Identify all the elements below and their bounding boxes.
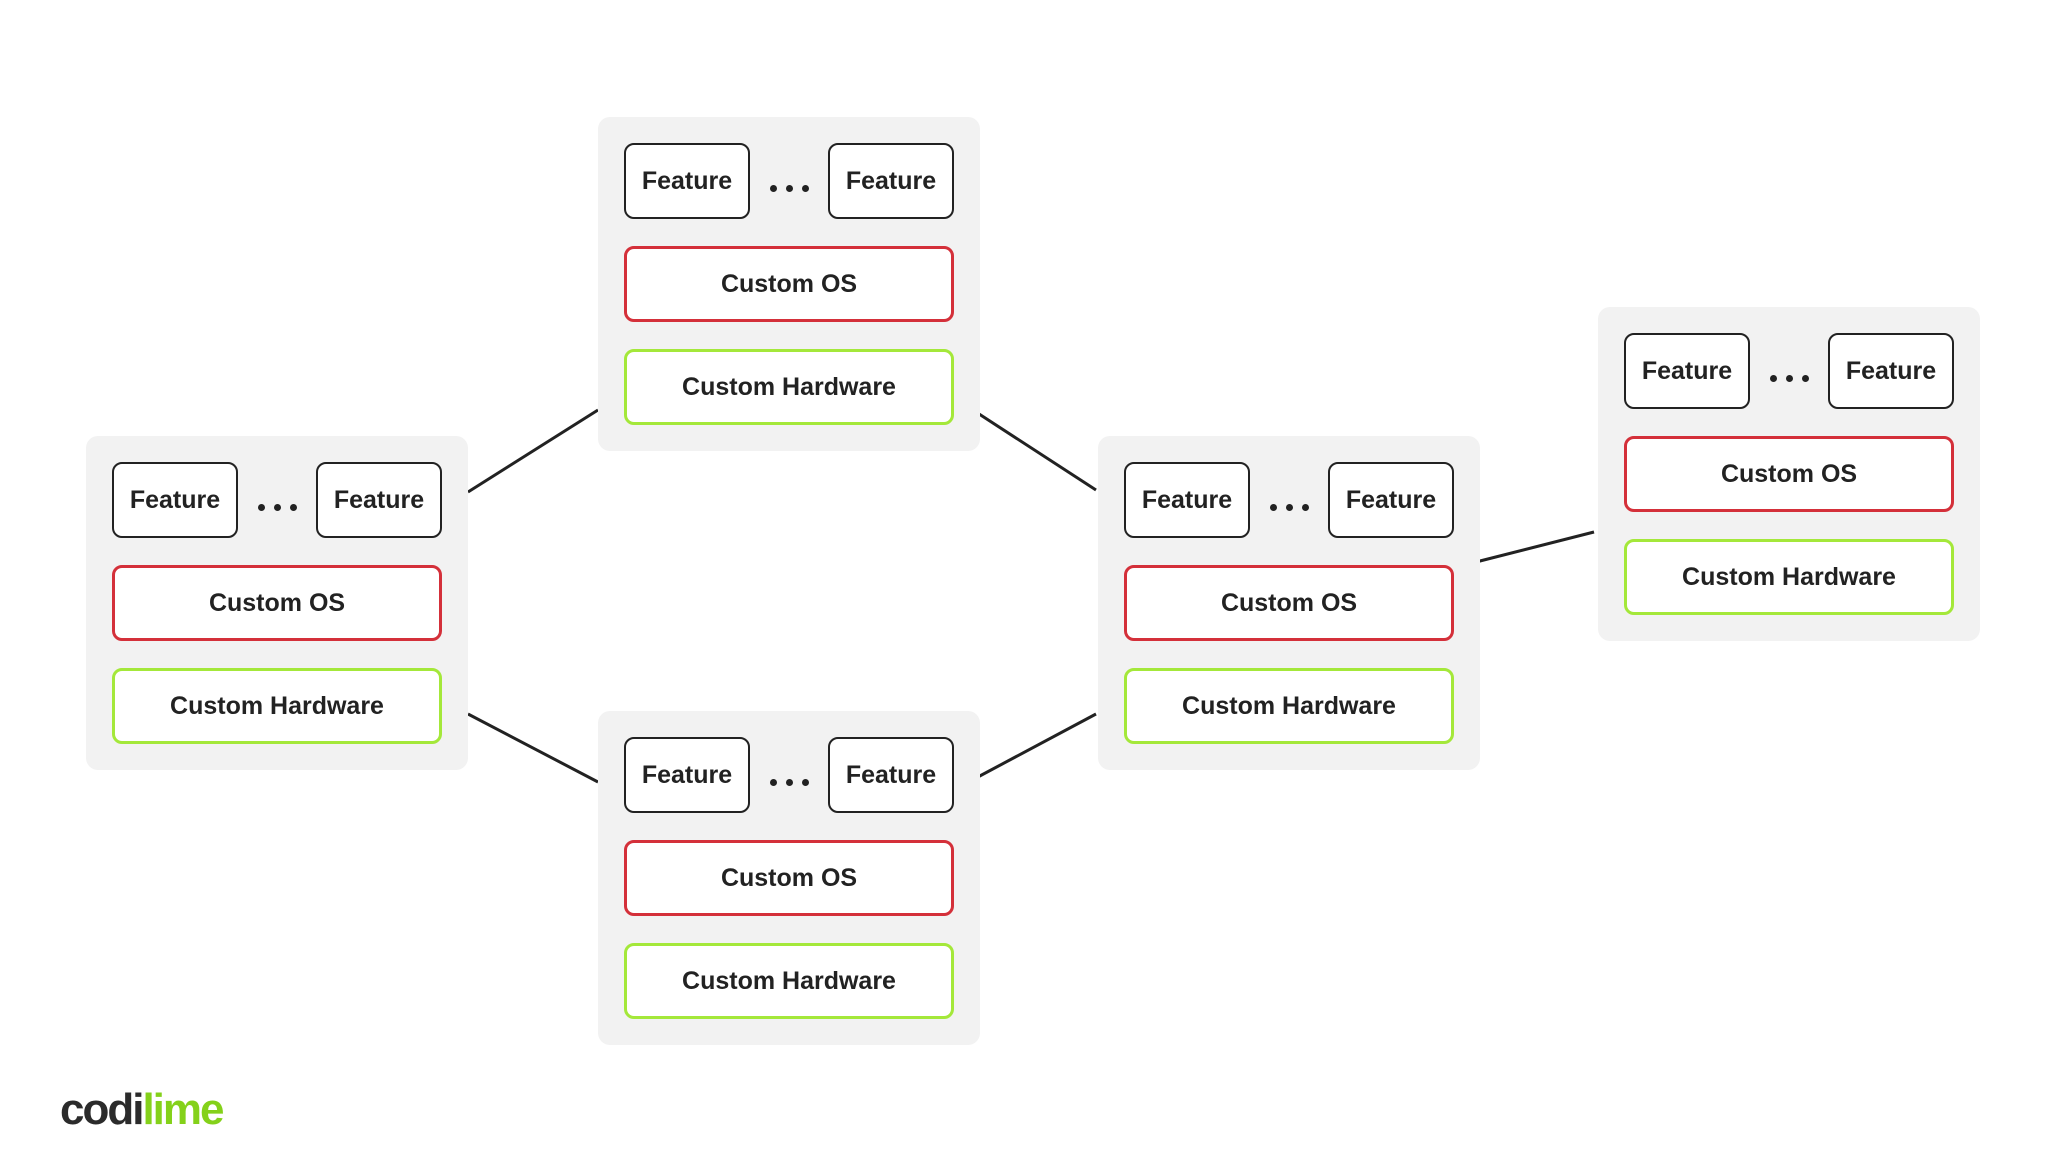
ellipsis-icon [750, 143, 828, 219]
feature-box: Feature [624, 143, 750, 219]
feature-box: Feature [828, 143, 954, 219]
feature-box: Feature [1624, 333, 1750, 409]
connector-line [975, 410, 1097, 492]
feature-box: Feature [1328, 462, 1454, 538]
custom-hardware-box: Custom Hardware [112, 668, 442, 744]
feature-box: Feature [828, 737, 954, 813]
custom-os-box: Custom OS [112, 565, 442, 641]
ellipsis-icon [238, 462, 316, 538]
ellipsis-icon [750, 737, 828, 813]
custom-hardware-box: Custom Hardware [1124, 668, 1454, 744]
feature-box: Feature [1828, 333, 1954, 409]
connector-line [975, 712, 1097, 780]
network-node: Feature Feature Custom OS Custom Hardwar… [86, 436, 468, 770]
custom-os-box: Custom OS [1624, 436, 1954, 512]
custom-os-box: Custom OS [624, 246, 954, 322]
codilime-logo: codilime [60, 1085, 225, 1135]
custom-hardware-box: Custom Hardware [624, 349, 954, 425]
network-node: Feature Feature Custom OS Custom Hardwar… [1598, 307, 1980, 641]
custom-os-box: Custom OS [1124, 565, 1454, 641]
custom-hardware-box: Custom Hardware [1624, 539, 1954, 615]
feature-box: Feature [112, 462, 238, 538]
feature-box: Feature [624, 737, 750, 813]
ellipsis-icon [1750, 333, 1828, 409]
logo-text-green: lime [142, 1085, 224, 1134]
custom-hardware-box: Custom Hardware [624, 943, 954, 1019]
custom-os-box: Custom OS [624, 840, 954, 916]
connector-line [1475, 530, 1595, 564]
ellipsis-icon [1250, 462, 1328, 538]
network-node: Feature Feature Custom OS Custom Hardwar… [598, 711, 980, 1045]
feature-box: Feature [1124, 462, 1250, 538]
network-node: Feature Feature Custom OS Custom Hardwar… [598, 117, 980, 451]
network-node: Feature Feature Custom OS Custom Hardwar… [1098, 436, 1480, 770]
connector-line [467, 408, 599, 494]
logo-text-dark: codi [60, 1085, 144, 1134]
connector-line [467, 712, 599, 784]
feature-box: Feature [316, 462, 442, 538]
